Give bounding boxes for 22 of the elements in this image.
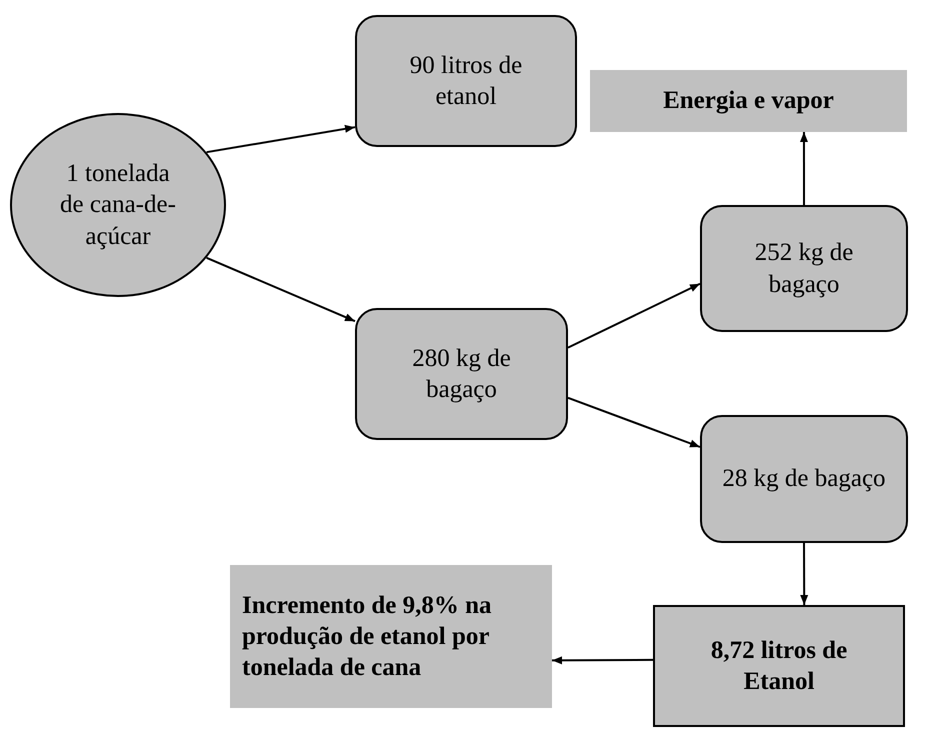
node-label: 280 kg de bagaço (411, 344, 512, 405)
process-box (700, 205, 908, 332)
node-label: 1 tonelada de cana-de-açúcar (60, 159, 176, 252)
arrow (552, 656, 653, 664)
highlight-box (230, 565, 552, 708)
arrow (568, 282, 700, 348)
highlight-box (590, 70, 907, 132)
node-label: Energia e vapor (663, 86, 834, 116)
arrow (206, 124, 356, 154)
process-box (355, 15, 577, 147)
node-label: 90 litros de etanol (408, 50, 524, 112)
result-box (653, 605, 905, 727)
arrow (568, 396, 700, 448)
node-label: 252 kg de bagaço (754, 238, 854, 300)
arrow (206, 256, 356, 322)
node-label: Incremento de 9,8% na produção de etanol por tonelada de cana (242, 590, 492, 684)
node-label: 8,72 litros de Etanol (710, 636, 848, 697)
process-box (700, 415, 908, 543)
node-label: 28 kg de bagaço (722, 464, 886, 494)
process-box (355, 308, 568, 440)
arrow (800, 543, 808, 605)
arrow (800, 132, 808, 205)
